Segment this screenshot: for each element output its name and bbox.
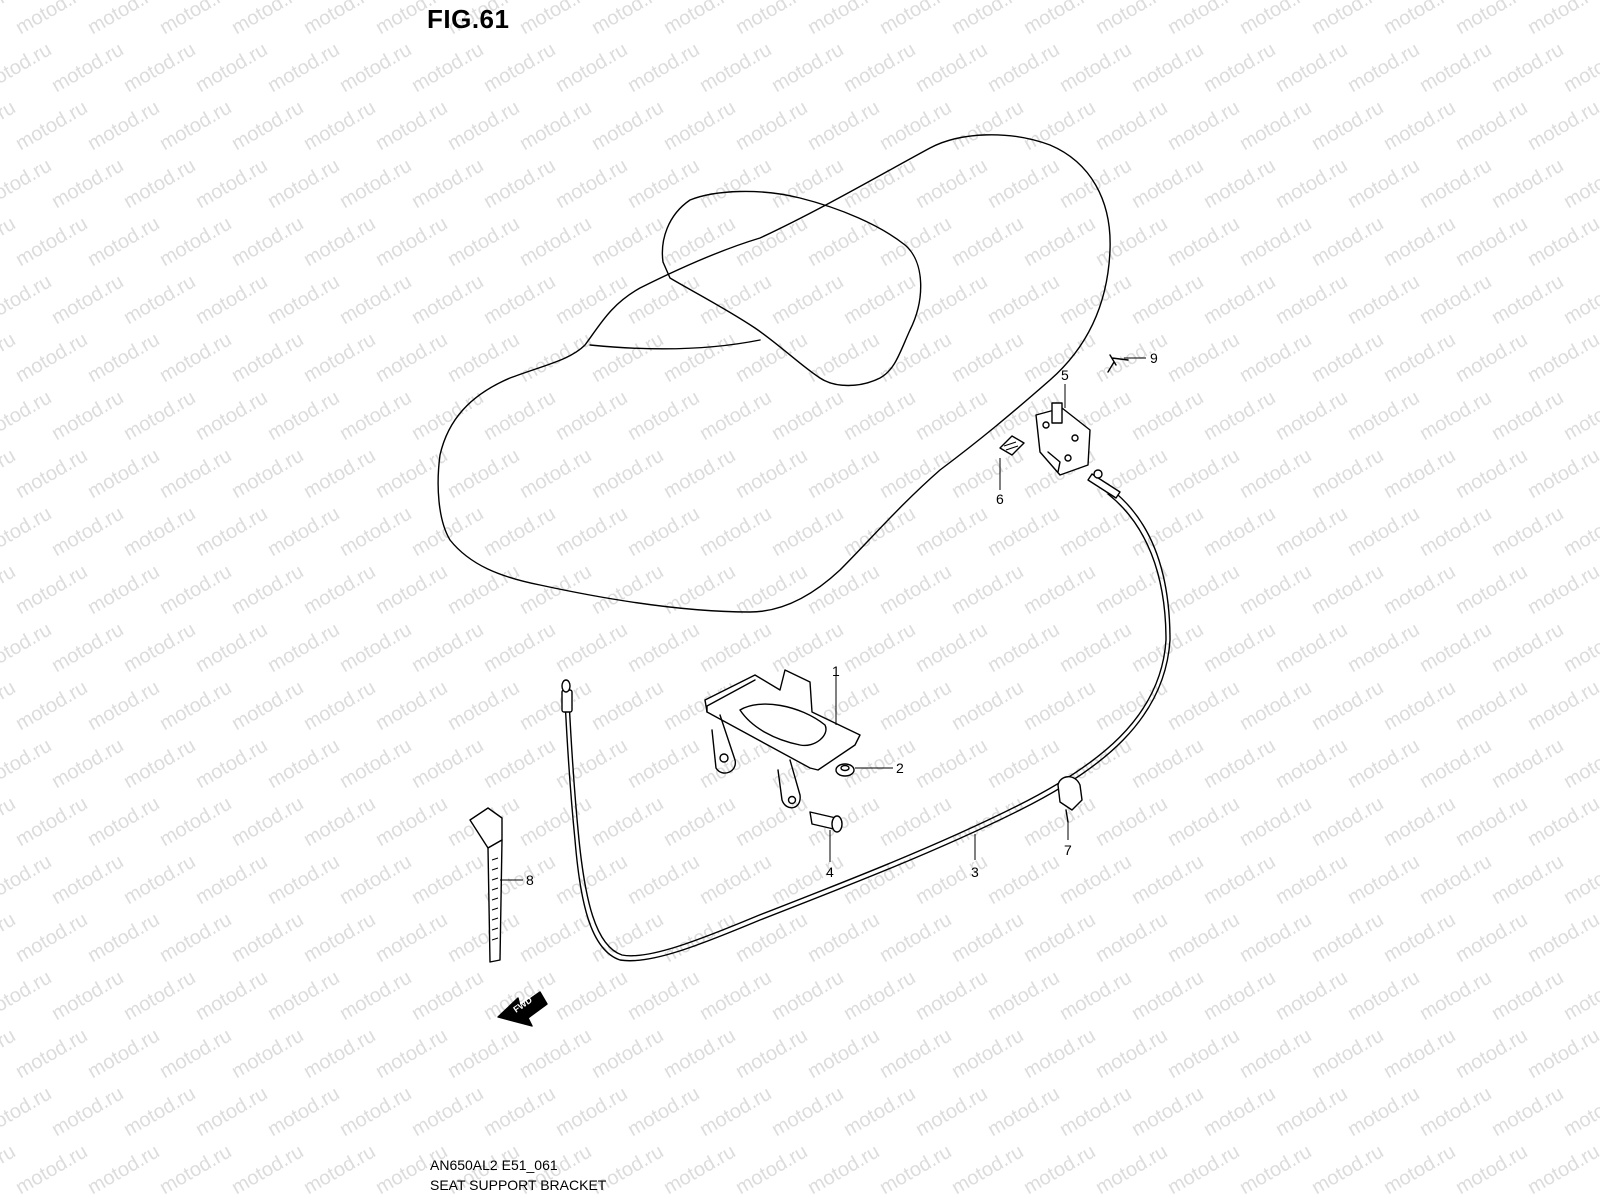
part-6-screw	[999, 435, 1025, 456]
part-9-clip	[1107, 354, 1129, 373]
part-1-seat-support-bracket	[704, 669, 861, 809]
part-4-bolt	[809, 811, 843, 833]
callout-5: 5	[1061, 367, 1069, 383]
part-7-clamp	[1057, 776, 1083, 823]
callout-9: 9	[1150, 350, 1158, 366]
part-2-nut	[835, 763, 855, 777]
callout-4: 4	[826, 864, 834, 880]
part-5-seat-lock	[1035, 402, 1091, 476]
callout-1: 1	[832, 663, 840, 679]
figure-title: FIG.61	[427, 4, 510, 34]
diagram-footer: AN650AL2 E51_061 SEAT SUPPORT BRACKET	[430, 1155, 606, 1195]
leader-lines	[500, 357, 1146, 881]
part-3-seat-lock-cable	[561, 469, 1171, 962]
callout-3: 3	[971, 864, 979, 880]
callout-6: 6	[996, 491, 1004, 507]
model-code: AN650AL2 E51_061	[430, 1157, 558, 1173]
callout-2: 2	[896, 760, 904, 776]
fwd-direction-arrow: FWD	[497, 991, 548, 1027]
seat	[437, 134, 1111, 613]
callout-8: 8	[526, 872, 534, 888]
callout-labels: 1 2 3 4 5 6 7 8 9	[526, 350, 1158, 888]
section-name: SEAT SUPPORT BRACKET	[430, 1177, 607, 1193]
part-8-cable-tie	[469, 807, 503, 963]
callout-7: 7	[1064, 842, 1072, 858]
